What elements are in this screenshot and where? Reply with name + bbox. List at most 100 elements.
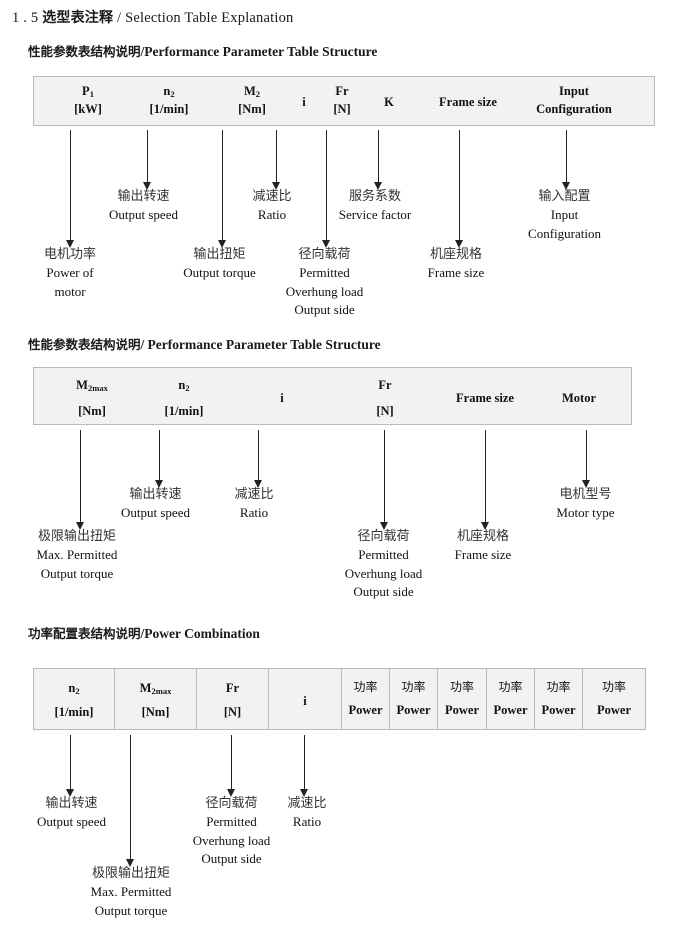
page-title-en: Selection Table Explanation [125, 10, 294, 26]
section-3-heading: 功率配置表结构说明/Power Combination [28, 623, 260, 642]
arrow-down-ratio-2 [254, 430, 263, 488]
table3-col-m2max-subscript: 2max [151, 686, 172, 696]
arrow-down-output-torque [218, 130, 227, 248]
arrow-down-power [66, 130, 75, 248]
annotation-frame-size-1-cn: 机座规格 [429, 247, 482, 262]
table2-col-fr-symbol: Fr [378, 378, 392, 392]
section-3-heading-en: Power Combination [144, 626, 260, 641]
power-combination-table: n2 [1/min] M2max [Nm] Fr [N] i 功率 Power … [33, 668, 646, 730]
table3-col-power-6: 功率 Power [583, 679, 645, 720]
table3-col-power-2: 功率 Power [390, 679, 437, 720]
table1-col-n2-subscript: 2 [170, 89, 175, 99]
arrow-down-max-output-torque-2 [126, 735, 135, 867]
table2-col-m2max: M2max [Nm] [42, 376, 142, 420]
annotation-overhung-load-1-en-1: Permitted [299, 265, 350, 281]
annotation-power-of-motor-cn: 电机功率 [43, 247, 96, 262]
table3-col-n2-unit: [1/min] [54, 705, 94, 720]
annotation-overhung-load-1: 径向载荷 Permitted Overhung load Output side [272, 246, 377, 320]
annotation-input-configuration: 输入配置 Input Configuration [512, 188, 617, 243]
annotation-frame-size-1: 机座规格 Frame size [411, 246, 501, 283]
table1-col-fr-symbol: Fr [335, 84, 349, 98]
table3-col-power-5-label: Power [541, 703, 576, 718]
table2-col-m2max-symbol: M [76, 378, 88, 392]
annotation-overhung-load-2: 径向载荷 Permitted Overhung load Output side [331, 528, 436, 602]
annotation-overhung-load-2-en-1: Permitted [358, 547, 409, 563]
table3-col-power-5-cn: 功率 [546, 680, 571, 694]
annotation-power-of-motor: 电机功率 Power of motor [20, 246, 120, 301]
table3-col-power-4-cn: 功率 [498, 680, 523, 694]
annotation-output-speed-2-en: Output speed [121, 505, 190, 521]
annotation-max-output-torque-2-cn: 极限输出扭矩 [91, 866, 170, 881]
annotation-overhung-load-3: 径向载荷 Permitted Overhung load Output side [179, 795, 284, 869]
arrow-down-ratio [272, 130, 281, 190]
table3-col-power-3: 功率 Power [438, 679, 486, 720]
annotation-service-factor: 服务系数 Service factor [325, 188, 425, 225]
annotation-motor-type-cn: 电机型号 [559, 487, 612, 502]
table3-col-power-5: 功率 Power [535, 679, 582, 720]
table2-col-i-symbol: i [280, 391, 284, 405]
annotation-service-factor-cn: 服务系数 [348, 189, 401, 204]
table2-col-fr-unit: [N] [376, 404, 394, 419]
table1-col-fr: Fr [N] [302, 82, 382, 118]
annotation-overhung-load-2-en-3: Output side [353, 584, 414, 600]
table1-col-p1-symbol: P [82, 84, 90, 98]
annotation-output-speed-1-en: Output speed [109, 207, 178, 223]
table2-col-frame-size: Frame size [430, 389, 540, 407]
table1-col-k: K [349, 93, 429, 111]
annotation-motor-type-en: Motor type [556, 505, 615, 521]
annotation-ratio-1-en: Ratio [257, 207, 287, 223]
arrow-down-motor-type [582, 430, 591, 488]
annotation-output-speed-3-en: Output speed [37, 814, 106, 830]
annotation-overhung-load-1-cn: 径向载荷 [298, 247, 351, 262]
section-3-heading-sep: / [140, 626, 145, 641]
annotation-ratio-3-cn: 减速比 [287, 796, 327, 811]
annotation-input-configuration-cn: 输入配置 [538, 189, 591, 204]
table2-col-m2max-unit: [Nm] [78, 404, 106, 419]
annotation-overhung-load-3-cn: 径向载荷 [205, 796, 258, 811]
table3-col-power-1: 功率 Power [342, 679, 389, 720]
table1-col-m2: M2 [Nm] [204, 82, 300, 118]
section-1-heading-cn: 性能参数表结构说明 [28, 44, 141, 59]
table2-col-motor-label: Motor [561, 391, 596, 405]
annotation-ratio-2-en: Ratio [239, 505, 269, 521]
annotation-max-output-torque-2-en-1: Max. Permitted [90, 884, 172, 900]
table3-col-power-1-cn: 功率 [353, 680, 378, 694]
table3-col-power-2-label: Power [396, 703, 431, 718]
annotation-overhung-load-2-cn: 径向载荷 [357, 529, 410, 544]
annotation-output-speed-1: 输出转速 Output speed [96, 188, 191, 225]
annotation-output-speed-3-cn: 输出转速 [45, 796, 98, 811]
annotation-output-speed-2-cn: 输出转速 [129, 487, 182, 502]
table1-col-p1: P1 [kW] [40, 82, 136, 118]
table3-col-i: i [269, 692, 341, 710]
annotation-ratio-1: 减速比 Ratio [232, 188, 312, 225]
annotation-input-configuration-en-2: Configuration [528, 225, 601, 241]
annotation-power-of-motor-en-2: motor [54, 283, 86, 299]
table3-col-power-1-label: Power [348, 703, 383, 718]
annotation-output-torque: 输出扭矩 Output torque [172, 246, 267, 283]
table3-col-n2-symbol: n [68, 681, 76, 695]
table1-col-i-symbol: i [302, 95, 306, 109]
arrow-down-ratio-3 [300, 735, 309, 797]
table1-col-frame-size: Frame size [408, 93, 528, 111]
arrow-down-output-speed-3 [66, 735, 75, 797]
table3-col-n2: n2 [1/min] [34, 679, 114, 721]
annotation-frame-size-2-en: Frame size [454, 547, 512, 563]
arrow-down-frame-size-2 [481, 430, 490, 530]
arrow-down-overhung-load-2 [380, 430, 389, 530]
table1-col-i: i [274, 93, 334, 111]
page-title-number: 1 . 5 [12, 10, 39, 26]
annotation-ratio-3-en: Ratio [292, 814, 322, 830]
table1-col-input-configuration: Input Configuration [504, 82, 644, 118]
table1-col-k-symbol: K [384, 95, 394, 109]
annotation-input-configuration-en-1: Input [550, 207, 579, 223]
annotation-power-of-motor-en-1: Power of [46, 265, 94, 281]
annotation-output-speed-2: 输出转速 Output speed [108, 486, 203, 523]
annotation-frame-size-2-cn: 机座规格 [456, 529, 509, 544]
section-3-heading-cn: 功率配置表结构说明 [28, 626, 141, 641]
annotation-motor-type: 电机型号 Motor type [538, 486, 633, 523]
arrow-down-max-output-torque [76, 430, 85, 530]
annotation-max-output-torque-2: 极限输出扭矩 Max. Permitted Output torque [76, 865, 186, 920]
table1-col-m2-symbol: M [243, 84, 256, 98]
annotation-overhung-load-3-en-2: Overhung load [192, 832, 271, 848]
section-2-heading-en: Performance Parameter Table Structure [147, 337, 381, 352]
